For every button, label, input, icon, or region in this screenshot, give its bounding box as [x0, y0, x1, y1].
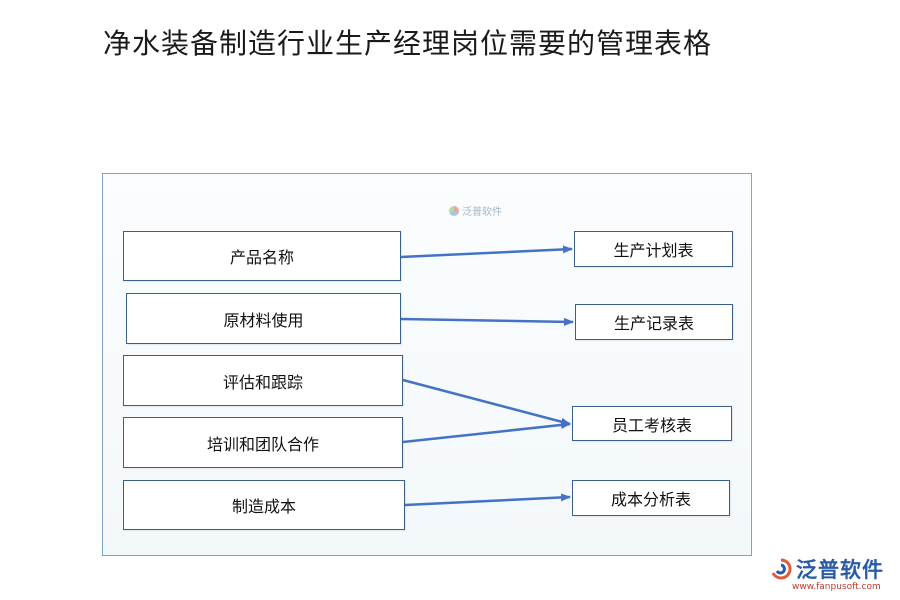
node-evaluation-tracking: 评估和跟踪 — [123, 355, 403, 406]
brand-logo: 泛普软件 www.fanpusoft.com — [770, 554, 884, 592]
node-raw-material-usage: 原材料使用 — [126, 293, 401, 344]
page-title: 净水装备制造行业生产经理岗位需要的管理表格 — [103, 27, 713, 60]
brand-swirl-icon — [771, 558, 792, 580]
watermark-text: 泛普软件 — [462, 207, 502, 218]
node-employee-assessment-table: 员工考核表 — [572, 406, 732, 441]
watermark-logo-icon — [449, 205, 459, 216]
node-production-plan-table: 生产计划表 — [574, 231, 733, 267]
brand-name: 泛普软件 — [796, 558, 884, 582]
node-cost-analysis-table: 成本分析表 — [572, 480, 730, 516]
node-production-record-table: 生产记录表 — [575, 304, 733, 340]
node-product-name: 产品名称 — [123, 231, 401, 281]
node-training-teamwork: 培训和团队合作 — [123, 417, 403, 468]
watermark: 泛普软件 — [449, 203, 502, 218]
node-manufacturing-cost: 制造成本 — [123, 480, 405, 530]
brand-url: www.fanpusoft.com — [792, 582, 881, 592]
